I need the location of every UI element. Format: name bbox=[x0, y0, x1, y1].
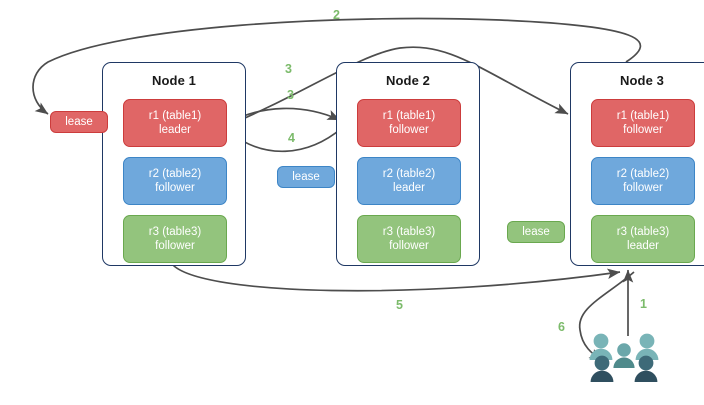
edge-label-2: 2 bbox=[333, 8, 340, 22]
node-2-replica-r2[interactable]: r2 (table2) leader bbox=[357, 157, 461, 205]
edge-5-path bbox=[171, 263, 621, 292]
edge-label-1: 1 bbox=[640, 297, 647, 311]
node-1-replica-r1[interactable]: r1 (table1) leader bbox=[123, 99, 227, 147]
node-3-replica-r1-name: r1 (table1) bbox=[616, 110, 670, 122]
edge-label-3-lower: 3 bbox=[287, 88, 294, 102]
node-2-replica-r1-role: follower bbox=[389, 124, 429, 136]
node-2-replica-r1[interactable]: r1 (table1) follower bbox=[357, 99, 461, 147]
node-1-replica-r2-role: follower bbox=[155, 182, 195, 194]
node-1-replica-r2[interactable]: r2 (table2) follower bbox=[123, 157, 227, 205]
node-3-replica-r1[interactable]: r1 (table1) follower bbox=[591, 99, 695, 147]
edge-label-6: 6 bbox=[558, 320, 565, 334]
edge-label-5: 5 bbox=[396, 298, 403, 312]
node-2-title: Node 2 bbox=[386, 73, 430, 88]
node-1[interactable]: Node 1 r1 (table1) leader r2 (table2) fo… bbox=[102, 62, 246, 266]
node-3-replica-r2[interactable]: r2 (table2) follower bbox=[591, 157, 695, 205]
node-2-replica-r3[interactable]: r3 (table3) follower bbox=[357, 215, 461, 263]
lease-badge-blue[interactable]: lease bbox=[277, 166, 335, 188]
node-1-title: Node 1 bbox=[152, 73, 196, 88]
node-2[interactable]: Node 2 r1 (table1) follower r2 (table2) … bbox=[336, 62, 480, 266]
node-1-replica-r1-name: r1 (table1) bbox=[148, 110, 202, 122]
node-2-replica-r3-name: r3 (table3) bbox=[382, 226, 436, 238]
edge-label-4: 4 bbox=[288, 131, 295, 145]
node-3-replica-r2-name: r2 (table2) bbox=[616, 168, 670, 180]
node-1-replica-r1-role: leader bbox=[159, 124, 191, 136]
users-group-icon bbox=[589, 333, 659, 382]
lease-badge-green[interactable]: lease bbox=[507, 221, 565, 243]
node-3-replica-r1-role: follower bbox=[623, 124, 663, 136]
node-1-replica-r3[interactable]: r3 (table3) follower bbox=[123, 215, 227, 263]
node-2-replica-r1-name: r1 (table1) bbox=[382, 110, 436, 122]
node-2-replica-r2-name: r2 (table2) bbox=[382, 168, 436, 180]
node-3-replica-r3[interactable]: r3 (table3) leader bbox=[591, 215, 695, 263]
node-3-replica-r3-name: r3 (table3) bbox=[616, 226, 670, 238]
node-3-replica-r3-role: leader bbox=[627, 240, 659, 252]
node-1-replica-r3-role: follower bbox=[155, 240, 195, 252]
node-2-replica-r3-role: follower bbox=[389, 240, 429, 252]
node-3-title: Node 3 bbox=[620, 73, 664, 88]
edge-label-3-upper: 3 bbox=[285, 62, 292, 76]
node-3-replica-r2-role: follower bbox=[623, 182, 663, 194]
node-1-replica-r2-name: r2 (table2) bbox=[148, 168, 202, 180]
edge-4-path bbox=[231, 127, 343, 153]
node-1-replica-r3-name: r3 (table3) bbox=[148, 226, 202, 238]
node-2-replica-r2-role: leader bbox=[393, 182, 425, 194]
node-3[interactable]: Node 3 r1 (table1) follower r2 (table2) … bbox=[570, 62, 704, 266]
lease-badge-red[interactable]: lease bbox=[50, 111, 108, 133]
